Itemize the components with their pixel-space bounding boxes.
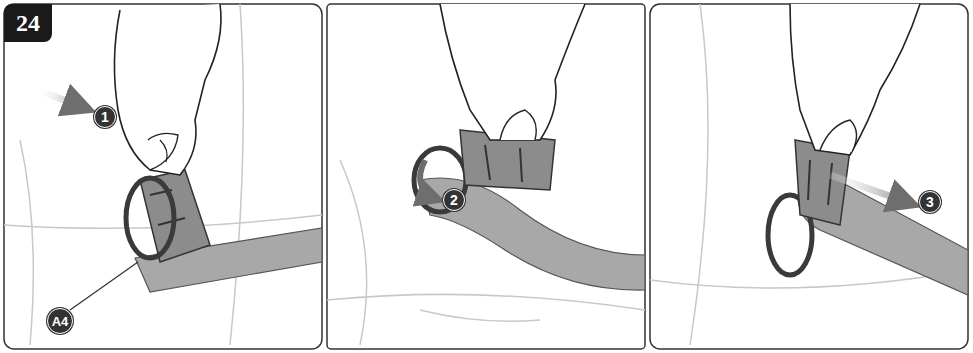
callout-number: 2	[443, 189, 465, 211]
callout-number: 3	[919, 191, 941, 213]
part-label: A4	[47, 308, 73, 334]
panel-frame	[650, 4, 968, 349]
panel-two	[327, 4, 645, 345]
panel-three	[650, 4, 968, 345]
panel-frame	[4, 4, 322, 349]
panel-one	[4, 4, 322, 345]
callout-number: 1	[94, 106, 116, 128]
step-number: 24	[4, 4, 52, 42]
panel-frame	[327, 4, 645, 349]
